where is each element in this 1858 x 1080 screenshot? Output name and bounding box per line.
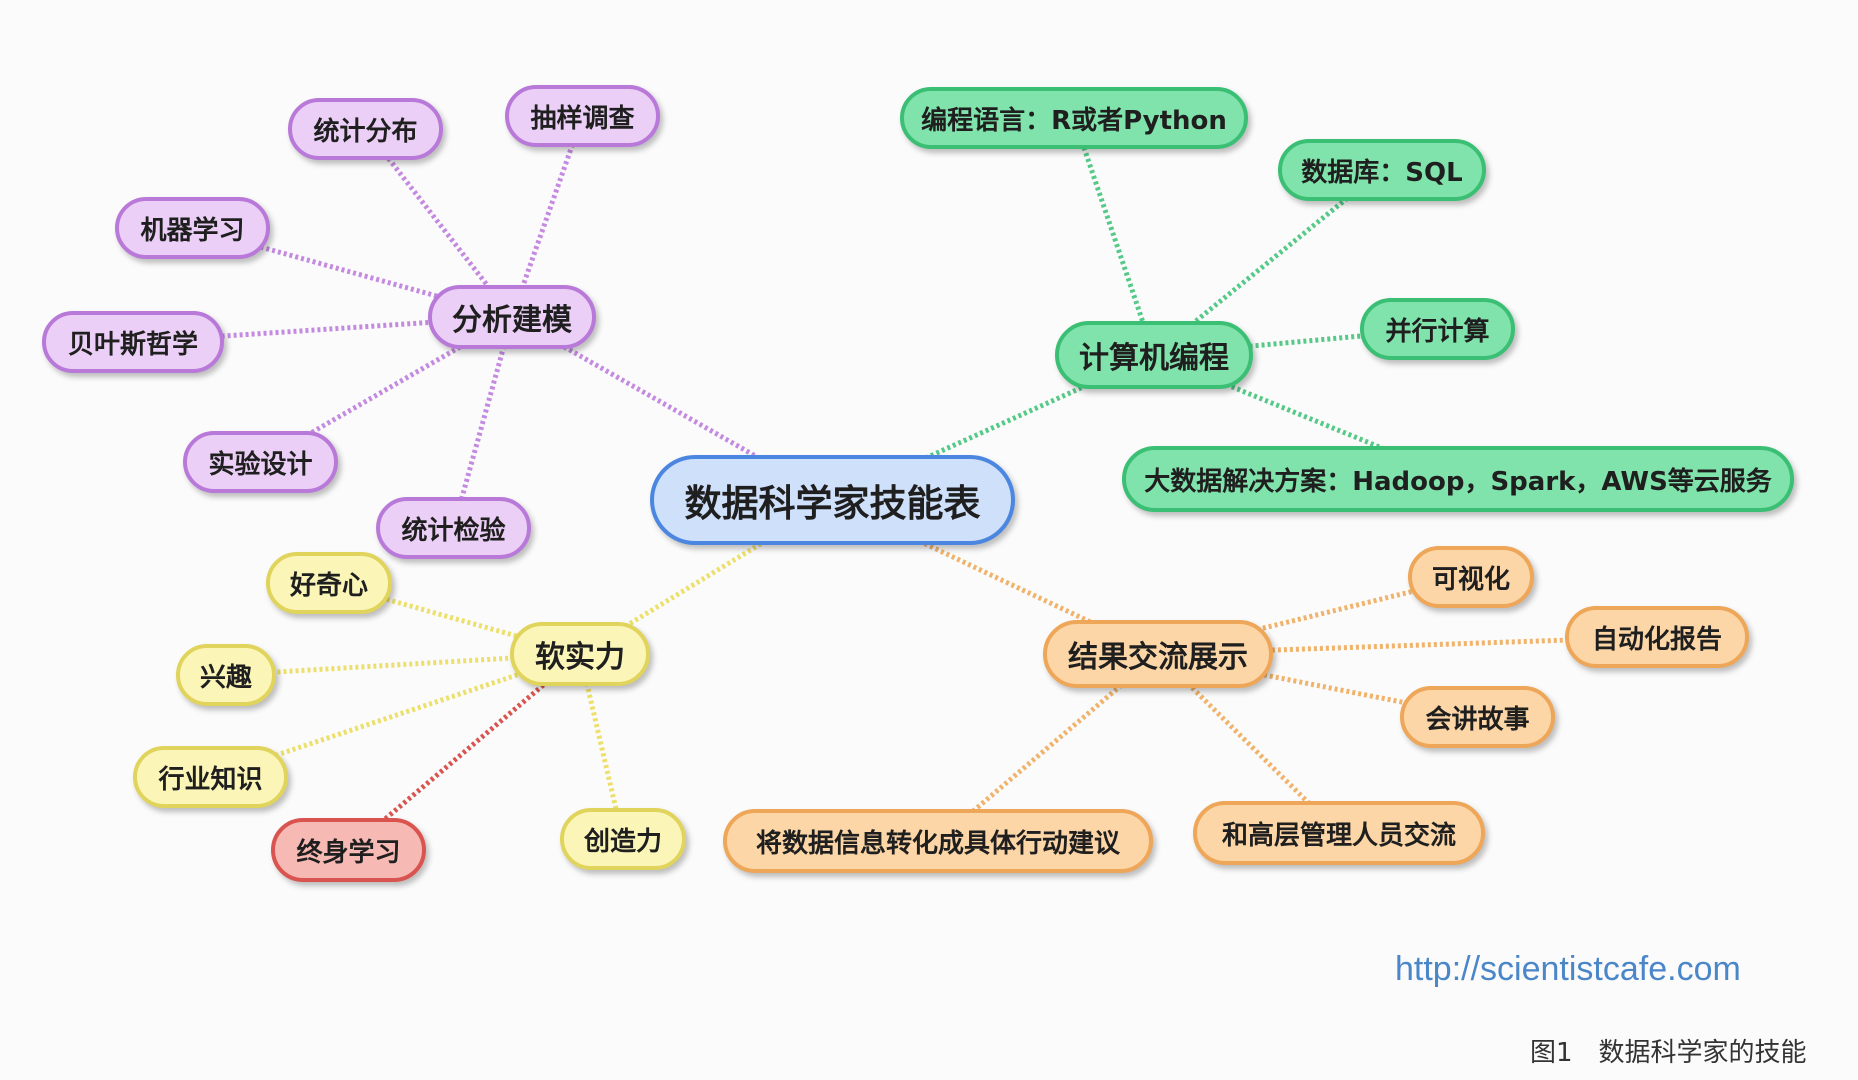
leaf-executive-communication: 和高层管理人员交流 <box>1193 801 1485 865</box>
leaf-big-data-solutions: 大数据解决方案：Hadoop，Spark，AWS等云服务 <box>1122 446 1794 512</box>
branch-0-child-0-line <box>363 127 514 319</box>
leaf-actionable-insights: 将数据信息转化成具体行动建议 <box>723 809 1153 873</box>
leaf-automated-reports: 自动化报告 <box>1565 606 1749 668</box>
leaf-statistical-distribution: 统计分布 <box>288 98 443 160</box>
leaf-lifelong-learning: 终身学习 <box>271 818 426 882</box>
leaf-sampling-survey: 抽样调查 <box>505 85 660 147</box>
branch-soft-skills: 软实力 <box>510 622 650 686</box>
leaf-industry-knowledge: 行业知识 <box>133 746 288 808</box>
branch-result-communication: 结果交流展示 <box>1043 620 1273 688</box>
leaf-bayesian-philosophy: 贝叶斯哲学 <box>42 311 224 373</box>
leaf-statistical-test: 统计检验 <box>376 497 531 559</box>
leaf-interest: 兴趣 <box>176 644 276 706</box>
leaf-programming-language: 编程语言：R或者Python <box>900 87 1248 149</box>
figure-caption: 图1 数据科学家的技能 <box>1530 1038 1807 1068</box>
root-to-branch-1-line <box>831 352 1156 503</box>
leaf-experiment-design: 实验设计 <box>183 431 338 493</box>
branch-0-child-5-line <box>451 316 515 529</box>
branch-analysis-modeling: 分析建模 <box>428 285 596 349</box>
source-url[interactable]: http://scientistcafe.com <box>1395 950 1741 988</box>
leaf-visualization: 可视化 <box>1408 546 1534 608</box>
leaf-storytelling: 会讲故事 <box>1400 686 1555 748</box>
leaf-machine-learning: 机器学习 <box>115 197 270 259</box>
leaf-creativity: 创造力 <box>560 808 686 870</box>
leaf-parallel-computing: 并行计算 <box>1360 298 1515 360</box>
branch-1-child-0-line <box>1071 117 1157 356</box>
leaf-database-sql: 数据库：SQL <box>1278 139 1486 201</box>
branch-2-child-1-line <box>225 651 581 678</box>
leaf-curiosity: 好奇心 <box>266 552 392 614</box>
branch-computer-programming: 计算机编程 <box>1055 321 1253 389</box>
root-node: 数据科学家技能表 <box>650 455 1015 545</box>
